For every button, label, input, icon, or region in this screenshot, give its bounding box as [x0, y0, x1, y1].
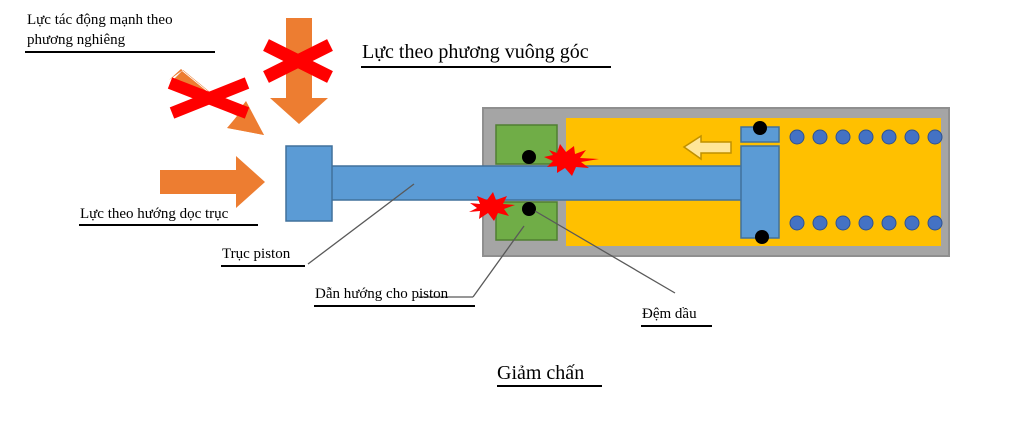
- diagram-title: Giảm chấn: [497, 362, 585, 384]
- piston-head: [740, 145, 780, 239]
- orange-arrow-icon: [270, 18, 328, 124]
- orange-arrow-icon: [160, 156, 265, 208]
- spring-coil-icon: [789, 129, 943, 231]
- oblique-force-label-line1: Lực tác động mạnh theo: [27, 12, 173, 28]
- piston-rod-label: Trục piston: [222, 246, 291, 262]
- oil-seal-dots: [522, 121, 769, 244]
- axial-force-label: Lực theo hướng dọc trục: [80, 206, 229, 222]
- piston-rod: [329, 165, 743, 201]
- rod-end-cap: [285, 145, 333, 222]
- piston-guide-label: Dẫn hướng cho piston: [315, 286, 449, 302]
- spark-icon: [544, 144, 599, 176]
- label-underlines: [25, 51, 712, 387]
- leader-lines: [307, 183, 676, 298]
- left-arrow-icon: [682, 134, 732, 161]
- oblique-force-label-line2: phương nghiêng: [27, 32, 126, 48]
- oil-seal-label: Đệm dầu: [642, 306, 697, 322]
- cross-icon: [167, 77, 250, 119]
- spark-icon: [469, 192, 515, 221]
- perpendicular-force-label: Lực theo phương vuông góc: [362, 41, 589, 63]
- cross-icon: [263, 39, 333, 83]
